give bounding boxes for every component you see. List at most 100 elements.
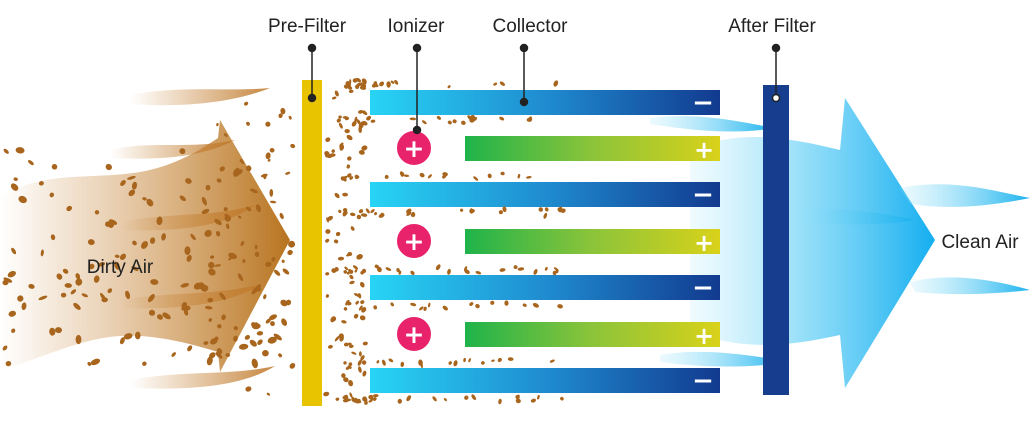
dirt-particle bbox=[526, 117, 533, 122]
dirt-particle bbox=[504, 300, 509, 306]
dirt-particle bbox=[179, 148, 186, 155]
dirt-particle bbox=[469, 302, 474, 306]
dirt-particle bbox=[208, 318, 213, 322]
dirt-particle bbox=[361, 110, 368, 116]
dirt-particle bbox=[205, 184, 211, 191]
positive-sign: + bbox=[694, 322, 714, 350]
dirt-particle bbox=[161, 233, 166, 241]
dirt-particle bbox=[347, 301, 352, 306]
dirt-particle bbox=[357, 359, 362, 366]
negative-sign: − bbox=[692, 180, 714, 210]
dirt-particle bbox=[75, 334, 82, 345]
dirt-particle bbox=[360, 213, 368, 217]
dirt-particle bbox=[354, 269, 358, 273]
dirt-particle bbox=[333, 239, 339, 244]
dirt-particle bbox=[180, 282, 190, 288]
dirt-particle bbox=[353, 313, 359, 319]
dirt-particle bbox=[228, 252, 238, 260]
dirt-particle bbox=[38, 181, 44, 186]
dirt-particle bbox=[361, 83, 367, 89]
dirt-particle bbox=[552, 270, 557, 276]
dirt-particle bbox=[221, 314, 226, 321]
dirt-particle bbox=[331, 149, 335, 153]
dirt-particle bbox=[537, 394, 540, 400]
dirt-particle bbox=[366, 115, 372, 121]
ionizer-node: + bbox=[395, 315, 433, 353]
dirt-particle bbox=[385, 267, 392, 271]
dirt-particle bbox=[240, 159, 245, 165]
dirt-particle bbox=[368, 399, 373, 403]
dirt-particle bbox=[361, 120, 368, 126]
dirt-particle bbox=[101, 297, 108, 303]
dirt-particle bbox=[358, 150, 365, 155]
dirt-particle bbox=[269, 189, 274, 197]
dirty-air-wisp bbox=[110, 140, 235, 159]
clean-air-arrow bbox=[690, 98, 935, 388]
clean-air-label: Clean Air bbox=[941, 232, 1019, 253]
dirt-particle bbox=[360, 300, 365, 304]
collector-label: Collector bbox=[493, 16, 569, 37]
dirt-particle bbox=[249, 188, 258, 194]
dirt-particle bbox=[3, 148, 9, 154]
dirt-particle bbox=[543, 212, 548, 219]
dirt-particle bbox=[345, 299, 350, 306]
dirt-particle bbox=[214, 264, 222, 267]
dirt-particle bbox=[234, 169, 243, 176]
dirt-particle bbox=[201, 196, 207, 206]
dirt-particle bbox=[237, 273, 244, 282]
dirt-particle bbox=[204, 305, 213, 310]
dirt-particle bbox=[75, 278, 83, 286]
leader-lines bbox=[307, 43, 781, 135]
dirt-particle bbox=[377, 266, 382, 273]
positive-plate: + bbox=[465, 322, 720, 350]
positive-sign: + bbox=[694, 136, 714, 164]
dirt-particle bbox=[358, 305, 363, 311]
dirt-particle bbox=[265, 318, 271, 324]
dirt-particle bbox=[361, 145, 368, 151]
dirt-particle bbox=[88, 263, 95, 270]
dirt-particle bbox=[201, 208, 210, 214]
ionizers: + + + bbox=[395, 129, 433, 353]
dirt-particle bbox=[75, 273, 81, 280]
dirt-particle bbox=[279, 212, 284, 220]
dirt-particle bbox=[362, 341, 368, 346]
dirt-particle bbox=[453, 360, 458, 367]
dirt-particle bbox=[183, 309, 189, 316]
clean-air-wisp bbox=[790, 209, 915, 225]
dirt-particle bbox=[257, 339, 263, 345]
dirt-particle bbox=[265, 152, 271, 160]
dirt-particle bbox=[517, 267, 525, 271]
collector-plates: − + − + − + − bbox=[370, 88, 720, 396]
dirt-particle bbox=[208, 261, 215, 269]
dirt-particle bbox=[341, 320, 347, 324]
dirt-particle bbox=[361, 78, 367, 85]
pre-filter bbox=[302, 80, 322, 406]
dirt-particle bbox=[406, 395, 412, 402]
dirt-particle bbox=[359, 281, 365, 288]
dirt-particle bbox=[267, 158, 271, 162]
dirt-particle bbox=[463, 357, 466, 363]
dirt-particle bbox=[464, 269, 470, 274]
dirt-particle bbox=[410, 270, 415, 276]
ionizer-label: Ionizer bbox=[387, 16, 445, 37]
dirt-particle bbox=[341, 373, 346, 379]
dirt-particle bbox=[105, 163, 112, 171]
dirt-particle bbox=[40, 249, 44, 257]
dirt-particle bbox=[406, 208, 412, 214]
dirty-air-label: Dirty Air bbox=[87, 257, 154, 278]
dirt-particle bbox=[348, 344, 354, 349]
dirt-particle bbox=[498, 210, 503, 215]
dirt-particle bbox=[2, 345, 8, 351]
dirt-particle bbox=[73, 302, 81, 310]
dirt-particle bbox=[146, 198, 154, 207]
dirt-particle bbox=[362, 397, 368, 402]
dirt-particle bbox=[342, 175, 348, 179]
dirt-particle bbox=[90, 358, 101, 366]
dirt-particle bbox=[442, 174, 447, 179]
dirt-particle bbox=[432, 396, 437, 402]
dirt-particle bbox=[368, 394, 374, 400]
dirt-particle bbox=[410, 302, 417, 307]
dirt-particle bbox=[348, 380, 354, 387]
dirt-particle bbox=[216, 122, 219, 127]
